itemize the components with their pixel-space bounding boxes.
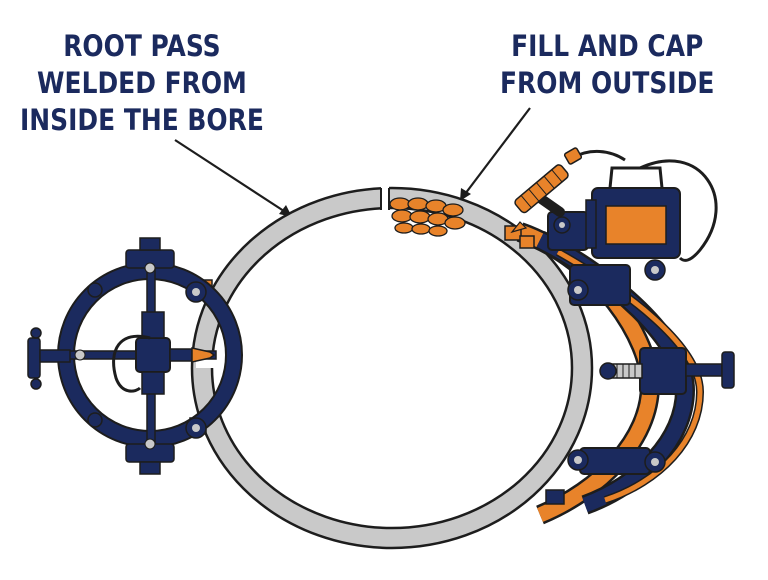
orbital-welder — [504, 147, 735, 525]
internal-root-welder — [27, 237, 243, 475]
arrow-fill-cap — [460, 107, 531, 201]
label-root-pass-line-1: ROOT PASS — [63, 29, 221, 63]
label-fill-cap: FILL AND CAP FROM OUTSIDE — [500, 28, 714, 102]
label-root-pass-line-3: INSIDE THE BORE — [20, 103, 264, 137]
arrow-root-pass — [174, 139, 292, 217]
label-root-pass: ROOT PASS WELDED FROM INSIDE THE BORE — [20, 28, 264, 139]
weld-bead — [389, 197, 466, 237]
label-fill-cap-line-2: FROM OUTSIDE — [500, 66, 715, 100]
label-root-pass-line-2: WELDED FROM — [37, 66, 247, 100]
label-fill-cap-line-1: FILL AND CAP — [511, 29, 704, 63]
pipe-ring — [190, 186, 594, 550]
